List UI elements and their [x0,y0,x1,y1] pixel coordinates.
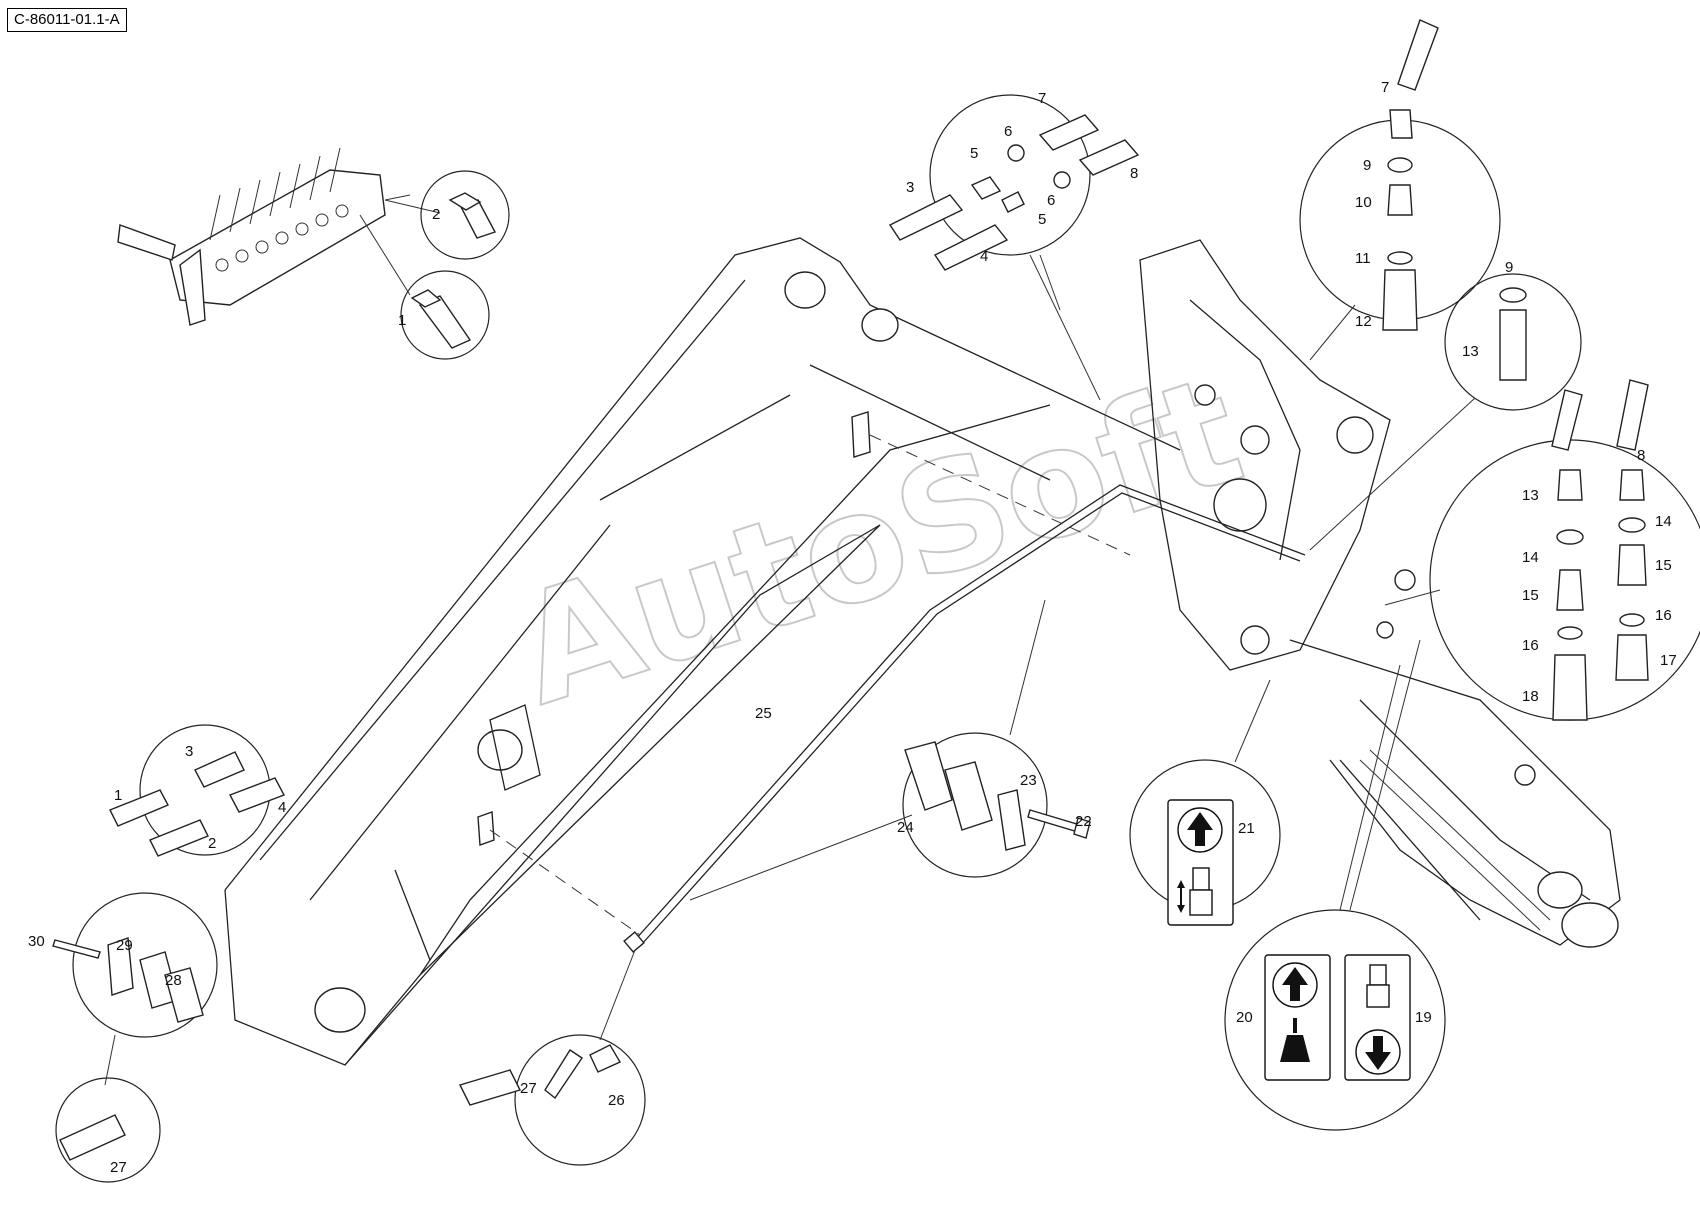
callout-3: 3 [906,179,914,196]
callout-14: 14 [1522,549,1539,566]
callout-9: 9 [1363,157,1371,174]
callout-20: 20 [1236,1009,1253,1026]
detail-circle-decal-21 [1129,679,1281,926]
callout-13: 13 [1522,487,1539,504]
callout-15: 15 [1522,587,1539,604]
pipe-clip-brackets [477,411,871,846]
callout-10: 10 [1355,194,1372,211]
callout-4: 4 [980,248,988,265]
detail-circle-quick-coupler-top [1299,19,1501,361]
dashed-leaders [489,434,1131,936]
callout-18: 18 [1522,688,1539,705]
callout-13: 13 [1462,343,1479,360]
callout-27: 27 [110,1159,127,1176]
dipper-arm [1289,639,1621,948]
detail-circle-coupler-13 [1309,273,1582,551]
callout-5: 5 [1038,211,1046,228]
callout-22: 22 [1075,813,1092,830]
boom-arm [224,237,1181,1066]
callout-30: 30 [28,933,45,950]
callout-5: 5 [970,145,978,162]
callout-7: 7 [1381,79,1389,96]
callout-23: 23 [1020,772,1037,789]
detail-circle-fittings-1-4 [109,724,285,857]
detail-circle-fitting-1 [400,270,490,360]
callout-15: 15 [1655,557,1672,574]
callout-8: 8 [1130,165,1138,182]
callout-8: 8 [1637,447,1645,464]
callout-25: 25 [755,705,772,722]
callout-16: 16 [1522,637,1539,654]
callout-21: 21 [1238,820,1255,837]
callout-2: 2 [432,206,440,223]
control-valve-assembly [117,147,441,326]
pivot-bracket [1139,239,1416,671]
callout-26: 26 [608,1092,625,1109]
hydraulic-pipe-25 [599,484,1306,1041]
callout-9: 9 [1505,259,1513,276]
callout-6: 6 [1004,123,1012,140]
detail-circle-fitting-2 [420,170,510,260]
callout-16: 16 [1655,607,1672,624]
detail-circle-fittings-3-8 [888,94,1140,401]
callout-17: 17 [1660,652,1677,669]
callout-24: 24 [897,819,914,836]
callout-7: 7 [1038,90,1046,107]
detail-circle-hose-27 [55,1077,161,1183]
callout-1: 1 [114,787,122,804]
drawing-code: C-86011-01.1-A [7,8,127,32]
callout-1: 1 [398,312,406,329]
detail-circle-clamp-28-30 [52,892,218,1086]
callout-labels: 30 29 28 27 27 26 25 24 23 22 21 20 19 1… [28,79,1677,1176]
detail-circle-decals-19-20 [1224,639,1446,1131]
callout-6: 6 [1047,192,1055,209]
callout-3: 3 [185,743,193,760]
callout-14: 14 [1655,513,1672,530]
callout-2: 2 [208,835,216,852]
callout-12: 12 [1355,313,1372,330]
callout-29: 29 [116,937,133,954]
callout-11: 11 [1355,250,1371,267]
detail-circle-clamp-22-24 [689,599,1091,901]
callout-28: 28 [165,972,182,989]
callout-19: 19 [1415,1009,1432,1026]
detail-circle-coupler-right [1384,379,1700,721]
detail-circle-hose-26-27 [459,1034,646,1166]
callout-27: 27 [520,1080,537,1097]
callout-4: 4 [278,799,286,816]
